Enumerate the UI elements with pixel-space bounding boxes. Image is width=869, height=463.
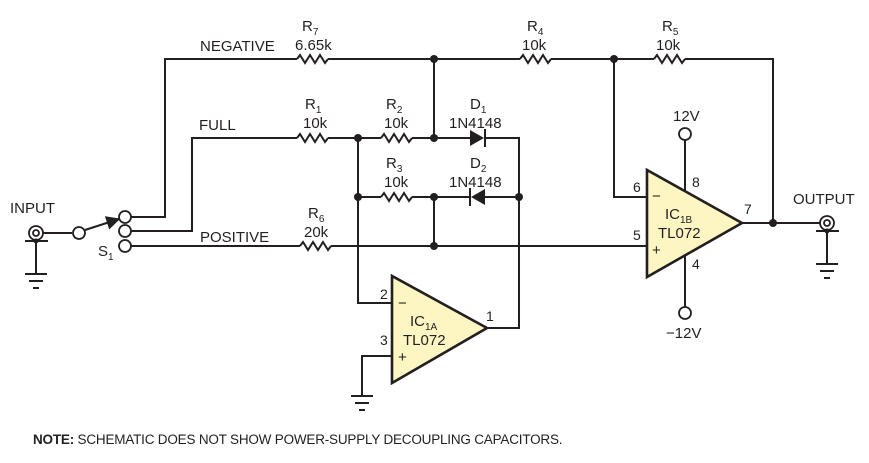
diode-d2 bbox=[469, 188, 485, 206]
r6-label: R6 bbox=[308, 205, 325, 225]
r2-label: R2 bbox=[386, 96, 403, 116]
schematic-note: NOTE: SCHEMATIC DOES NOT SHOW POWER-SUPP… bbox=[33, 432, 563, 447]
ic1a-pin2: 2 bbox=[380, 286, 388, 302]
junction bbox=[354, 193, 362, 201]
ic1a-label: IC1A bbox=[410, 313, 438, 333]
r6-value: 20k bbox=[304, 224, 329, 241]
resistor-r6 bbox=[299, 240, 332, 252]
junction bbox=[430, 55, 438, 63]
wire-negative bbox=[131, 58, 297, 218]
ic1b-noninv-sign: + bbox=[652, 242, 661, 259]
r7-label: R7 bbox=[302, 18, 319, 38]
d2-label: D2 bbox=[470, 155, 487, 175]
r4-label: R4 bbox=[527, 18, 544, 38]
ic1b-pin6: 6 bbox=[633, 179, 641, 195]
r1-value: 10k bbox=[303, 115, 328, 132]
wire-feedback-inv bbox=[613, 59, 647, 198]
label-negative: NEGATIVE bbox=[200, 38, 275, 55]
resistor-r7 bbox=[296, 53, 329, 65]
r2-value: 10k bbox=[384, 115, 409, 132]
junction bbox=[430, 134, 438, 142]
ground-icon bbox=[25, 273, 47, 289]
ic1a-inv-sign: − bbox=[398, 295, 407, 312]
supply-negative-terminal bbox=[678, 306, 692, 320]
d1-part: 1N4148 bbox=[449, 115, 502, 132]
r1-label: R1 bbox=[305, 96, 322, 116]
junction bbox=[769, 219, 777, 227]
resistor-r5 bbox=[653, 53, 686, 65]
resistor-r2 bbox=[380, 132, 413, 144]
r5-label: R5 bbox=[662, 18, 679, 38]
junction bbox=[610, 55, 618, 63]
junction bbox=[515, 193, 523, 201]
label-positive: POSITIVE bbox=[200, 229, 269, 246]
ic1a-pin1: 1 bbox=[486, 308, 494, 324]
r3-label: R3 bbox=[386, 155, 403, 175]
resistor-r4 bbox=[519, 53, 552, 65]
wire-full bbox=[131, 137, 297, 232]
ic1a-part: TL072 bbox=[403, 332, 446, 349]
d1-label: D1 bbox=[470, 96, 487, 116]
ground-icon bbox=[351, 395, 373, 411]
label-full: FULL bbox=[199, 117, 236, 134]
supply-positive-label: 12V bbox=[673, 108, 700, 125]
d2-part: 1N4148 bbox=[449, 174, 502, 191]
opamp-ic1b bbox=[645, 167, 745, 280]
ic1b-inv-sign: − bbox=[652, 188, 661, 205]
ground-icon bbox=[816, 263, 838, 279]
supply-positive-terminal bbox=[678, 127, 692, 141]
output-connector bbox=[816, 215, 839, 264]
input-label: INPUT bbox=[10, 200, 55, 217]
supply-negative-label: −12V bbox=[666, 325, 701, 342]
output-label: OUTPUT bbox=[793, 191, 855, 208]
ic1b-pin7: 7 bbox=[744, 201, 752, 217]
r3-value: 10k bbox=[384, 174, 409, 191]
resistor-r1 bbox=[296, 132, 329, 144]
ic1b-part: TL072 bbox=[658, 225, 701, 242]
resistor-r3 bbox=[380, 191, 413, 203]
ic1b-pin8: 8 bbox=[692, 174, 700, 190]
r7-value: 6.65k bbox=[295, 37, 332, 54]
ic1a-pin3: 3 bbox=[380, 332, 388, 348]
ic1b-label: IC1B bbox=[665, 206, 693, 226]
switch-label: S1 bbox=[98, 243, 114, 263]
ic1b-pin4: 4 bbox=[692, 256, 700, 272]
r5-value: 10k bbox=[656, 37, 681, 54]
r4-value: 10k bbox=[522, 37, 547, 54]
ic1b-pin5: 5 bbox=[633, 227, 641, 243]
note-text: SCHEMATIC DOES NOT SHOW POWER-SUPPLY DEC… bbox=[74, 432, 563, 447]
opamp-ic1a bbox=[390, 273, 490, 386]
note-prefix: NOTE: bbox=[33, 432, 74, 447]
ic1a-noninv-sign: + bbox=[398, 349, 407, 366]
junction bbox=[430, 242, 438, 250]
